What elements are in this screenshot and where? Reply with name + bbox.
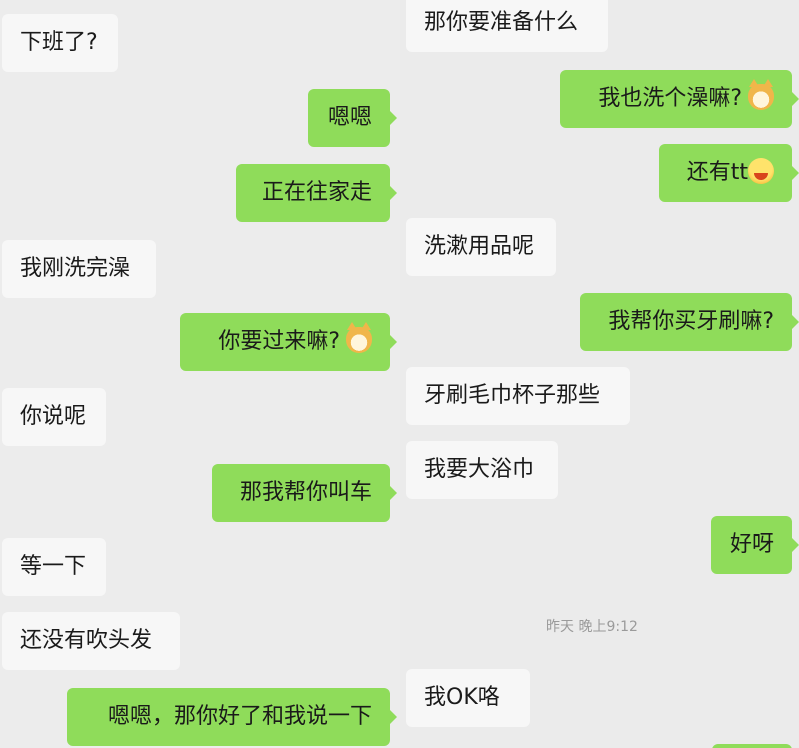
message-bubble-outgoing[interactable]: 正在往家走 — [236, 164, 397, 222]
message-bubble-outgoing[interactable]: 我也洗个澡嘛? — [560, 70, 799, 128]
message-text: 我刚洗完澡 — [20, 256, 131, 281]
message-text: 等一下 — [20, 554, 87, 579]
message-bubble-outgoing[interactable]: 你要过来嘛? — [180, 313, 397, 371]
message-bubble-incoming[interactable]: 那你要准备什么 — [406, 0, 608, 52]
message-bubble-incoming[interactable]: 下班了? — [2, 14, 118, 72]
chat-panel-left: 下班了? 嗯嗯 正在往家走 我刚洗完澡 你要过来嘛? 你说呢 那我帮你叫车 等一… — [2, 14, 397, 746]
message-text: 好呀 — [729, 532, 774, 557]
message-text: 我帮你买牙刷嘛? — [608, 309, 774, 334]
doge-emoji-icon — [748, 79, 774, 110]
message-bubble-incoming[interactable]: 洗漱用品呢 — [406, 218, 556, 276]
message-text: 那我帮你叫车 — [239, 480, 372, 505]
message-bubble-outgoing[interactable]: 嗯嗯 — [308, 89, 397, 147]
message-text: 嗯嗯 — [327, 105, 372, 130]
message-bubble-outgoing[interactable]: 还有tt — [659, 144, 799, 202]
doge-emoji-icon — [346, 322, 372, 353]
message-bubble-incoming[interactable]: 牙刷毛巾杯子那些 — [406, 367, 630, 425]
message-text: 你说呢 — [20, 404, 87, 429]
message-text: 我要大浴巾 — [424, 457, 535, 482]
message-text: 还没有吹头发 — [20, 628, 153, 653]
message-bubble-outgoing[interactable]: 好呀 — [711, 516, 799, 574]
message-bubble-incoming[interactable]: 你说呢 — [2, 388, 106, 446]
message-bubble-outgoing-partial[interactable] — [712, 744, 792, 748]
message-timestamp: 昨天 晚上9:12 — [546, 619, 638, 635]
message-bubble-outgoing[interactable]: 嗯嗯，那你好了和我说一下 — [67, 688, 397, 746]
message-bubble-incoming[interactable]: 等一下 — [2, 538, 106, 596]
message-bubble-incoming[interactable]: 我要大浴巾 — [406, 441, 558, 499]
message-text: 我也洗个澡嘛? — [598, 86, 742, 111]
message-bubble-incoming[interactable]: 还没有吹头发 — [2, 612, 180, 670]
message-text: 正在往家走 — [261, 180, 372, 205]
message-bubble-outgoing[interactable]: 那我帮你叫车 — [212, 464, 397, 522]
grin-emoji-icon — [748, 158, 774, 184]
message-text: 嗯嗯，那你好了和我说一下 — [107, 704, 372, 729]
message-bubble-outgoing[interactable]: 我帮你买牙刷嘛? — [580, 293, 799, 351]
message-text: 你要过来嘛? — [218, 329, 340, 354]
message-bubble-incoming[interactable]: 我刚洗完澡 — [2, 240, 156, 298]
message-text: 还有tt — [686, 160, 748, 185]
message-text: 牙刷毛巾杯子那些 — [424, 383, 601, 408]
message-bubble-incoming[interactable]: 我OK咯 — [406, 669, 530, 727]
message-text: 洗漱用品呢 — [424, 234, 535, 259]
message-text: 我OK咯 — [424, 685, 500, 710]
chat-panel-right: 那你要准备什么 我也洗个澡嘛? 还有tt 洗漱用品呢 我帮你买牙刷嘛? 牙刷毛巾… — [400, 0, 799, 748]
message-text: 下班了? — [20, 30, 98, 55]
message-text: 那你要准备什么 — [424, 10, 579, 35]
